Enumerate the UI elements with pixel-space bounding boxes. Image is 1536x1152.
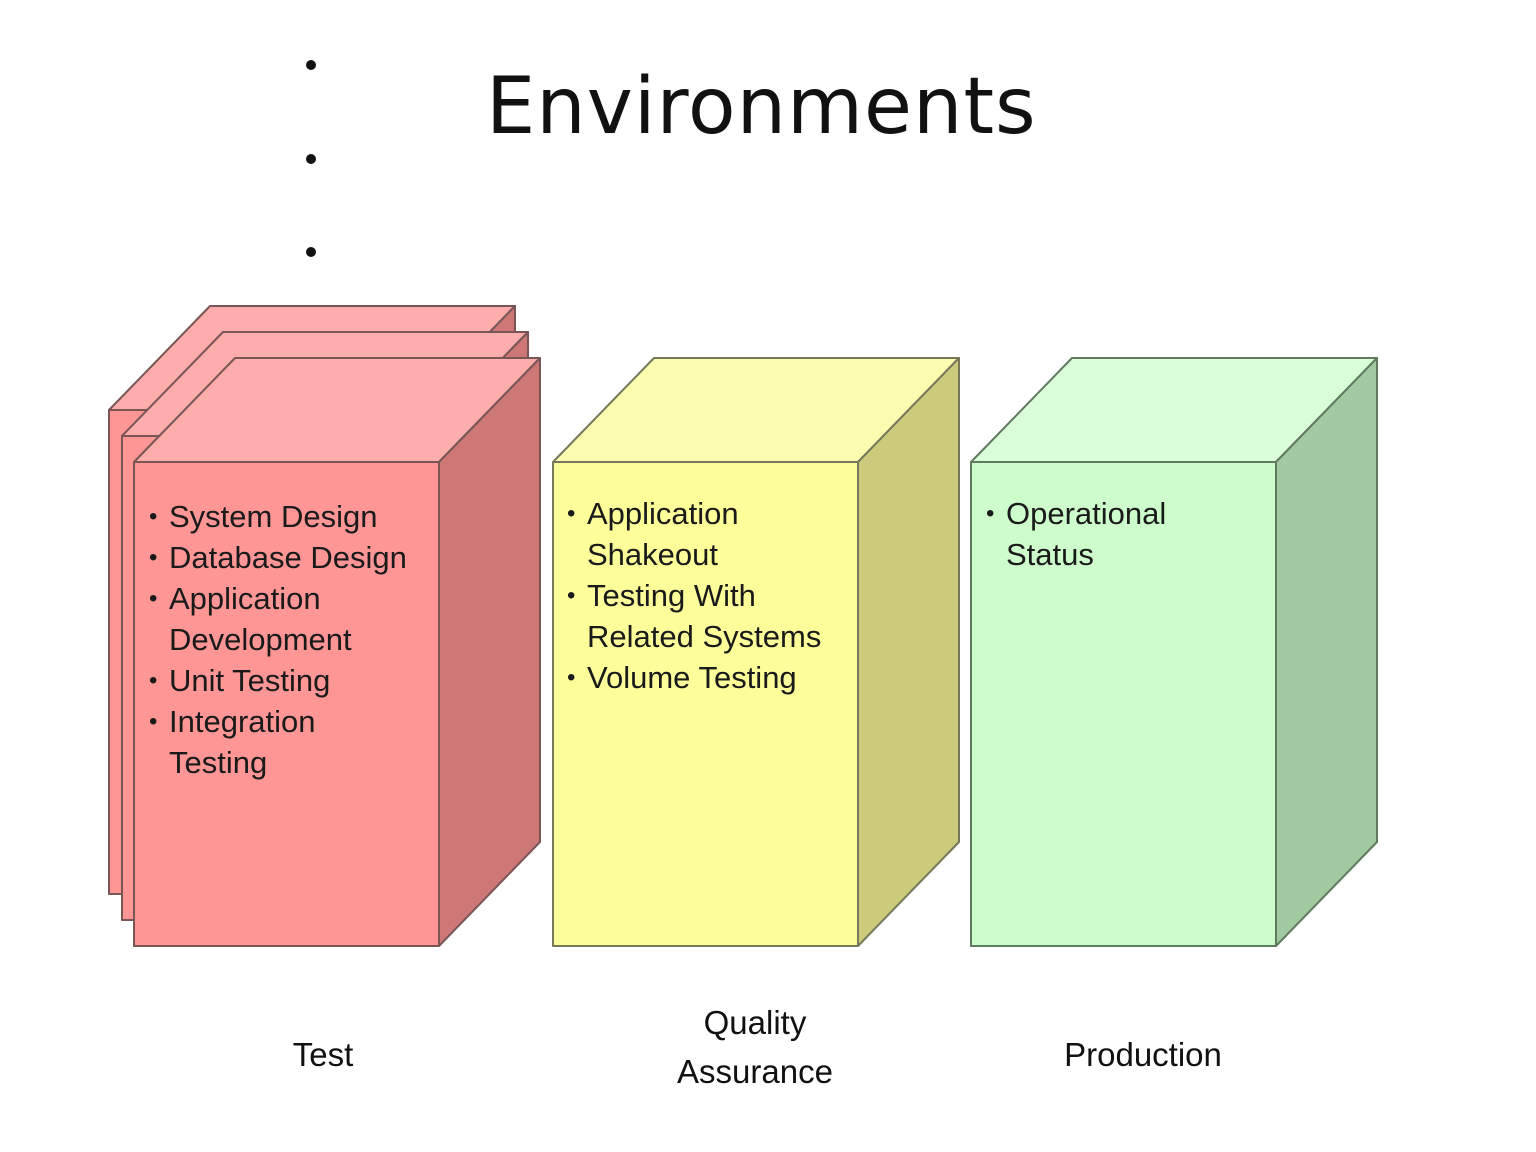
list-item: Database Design	[149, 537, 439, 578]
list-item: Unit Testing	[149, 660, 439, 701]
list-item: Volume Testing	[567, 657, 857, 698]
production-box	[970, 357, 1378, 947]
test-label: Test	[292, 1036, 354, 1073]
list-item: System Design	[149, 496, 439, 537]
list-item: Testing With Related Systems	[567, 575, 857, 657]
page-title: Environments	[486, 62, 1037, 152]
bullet-dot	[306, 247, 316, 257]
production-label: Production	[1064, 1036, 1222, 1073]
list-item: Application Shakeout	[567, 493, 787, 575]
bullet-dot	[306, 60, 316, 70]
bullet-dot	[306, 154, 316, 164]
list-item: Integration Testing	[149, 701, 369, 783]
list-item: Application Development	[149, 578, 379, 660]
list-item: Operational Status	[986, 493, 1206, 575]
qa-bullet-list: Application Shakeout Testing With Relate…	[567, 493, 857, 698]
production-bullet-list: Operational Status	[986, 493, 1276, 575]
qa-label: Quality Assurance	[677, 1004, 833, 1090]
test-bullet-list: System Design Database Design Applicatio…	[149, 496, 439, 783]
